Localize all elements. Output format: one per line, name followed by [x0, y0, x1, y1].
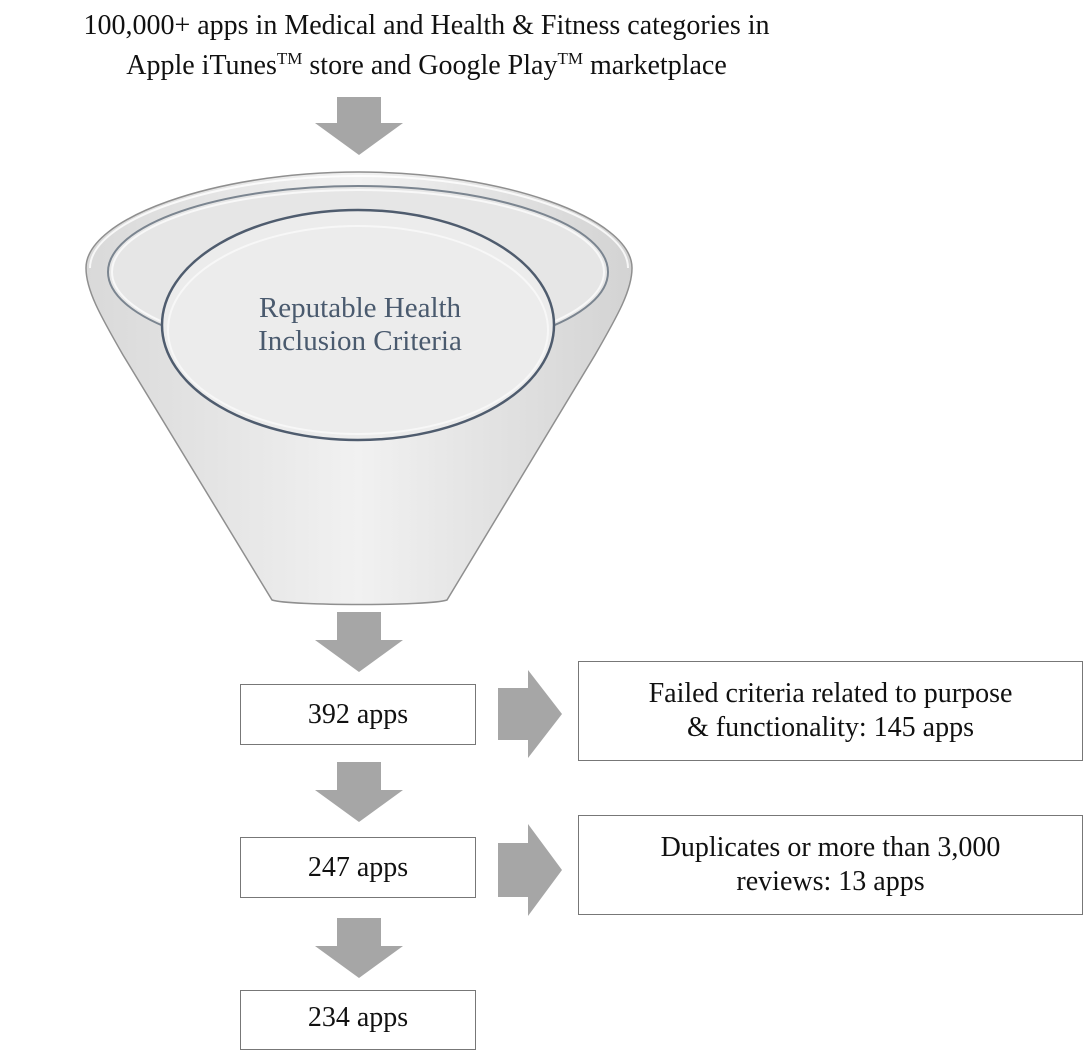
funnel-outer-rim — [89, 174, 629, 269]
title-text-2a: Apple iTunes — [126, 50, 277, 81]
exclusion-box-duplicates: Duplicates or more than 3,000 reviews: 1… — [578, 815, 1083, 915]
funnel-label: Reputable Health Inclusion Criteria — [200, 292, 520, 358]
right-arrow-icon — [498, 824, 562, 916]
funnel-icon — [85, 171, 633, 606]
criteria-ring-highlight — [167, 225, 549, 435]
funnel-label-line-1: Reputable Health — [258, 292, 462, 324]
exclusion-line-1: Failed criteria related to purpose — [648, 678, 1013, 709]
step-label: 234 apps — [307, 1002, 409, 1033]
exclusion-line-2: & functionality: 145 apps — [687, 712, 974, 743]
title-line-2: Apple iTunesTM store and Google PlayTM m… — [0, 49, 853, 81]
trademark-mark-2: TM — [557, 49, 583, 68]
step-label: 247 apps — [307, 851, 409, 883]
title-text-1: 100,000+ apps in Medical and Health & Fi… — [83, 10, 770, 41]
title-text-2c: marketplace — [582, 50, 727, 81]
step-box-234: 234 apps — [240, 990, 476, 1050]
down-arrow-icon — [315, 97, 403, 155]
step-box-392: 392 apps — [240, 684, 476, 745]
exclusion-line-1: Duplicates or more than 3,000 — [660, 832, 1001, 863]
funnel-label-line-2: Inclusion Criteria — [258, 325, 462, 357]
right-arrow-icon — [498, 670, 562, 758]
down-arrow-icon — [315, 612, 403, 672]
step-label: 392 apps — [307, 698, 409, 730]
down-arrow-icon — [315, 762, 403, 822]
criteria-ring — [160, 208, 556, 442]
down-arrow-icon — [315, 918, 403, 978]
trademark-mark-1: TM — [276, 49, 303, 68]
step-box-247: 247 apps — [240, 837, 476, 898]
exclusion-line-2: reviews: 13 apps — [736, 866, 925, 897]
title-line-1: 100,000+ apps in Medical and Health & Fi… — [0, 12, 853, 40]
title-text-2b: store and Google Play — [302, 50, 558, 81]
exclusion-box-purpose: Failed criteria related to purpose & fun… — [578, 661, 1083, 761]
